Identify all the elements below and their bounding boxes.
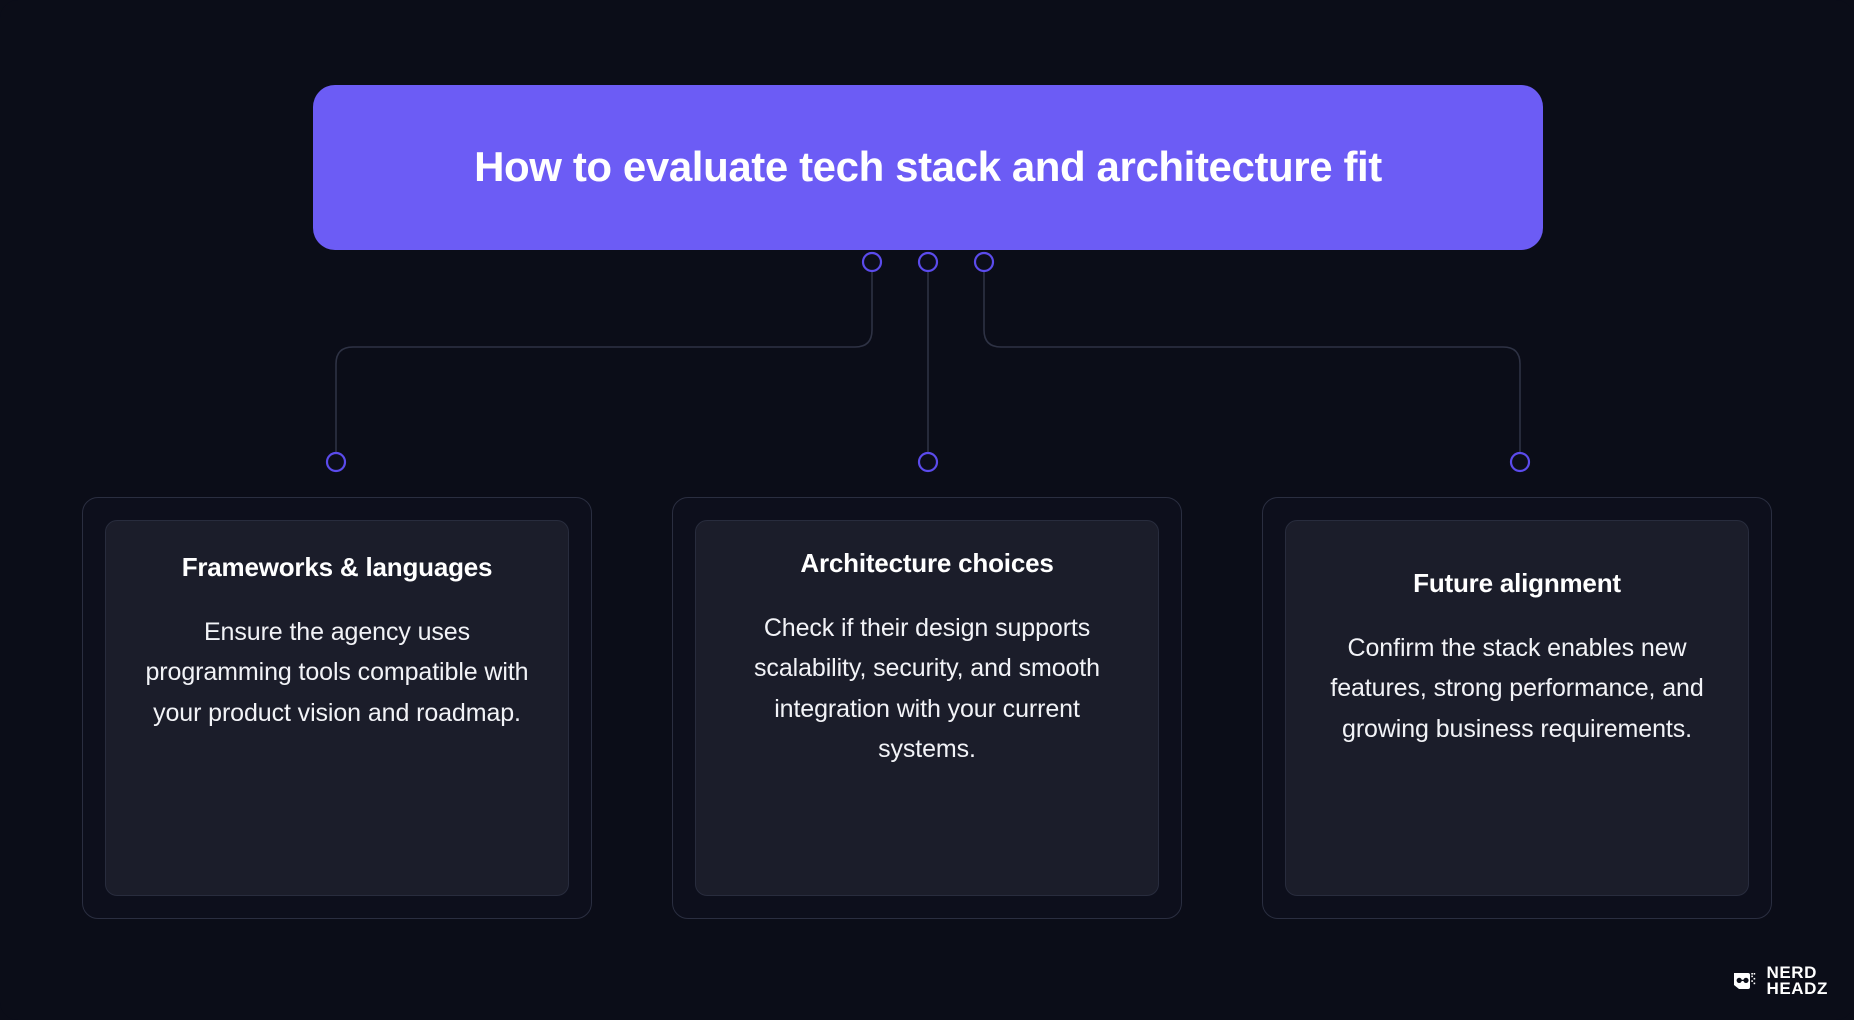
- top-node-3: [973, 251, 995, 273]
- card-body: Confirm the stack enables new features, …: [1330, 633, 1704, 743]
- card-future-alignment[interactable]: Future alignment Confirm the stack enabl…: [1262, 497, 1772, 919]
- card-title: Future alignment: [1413, 568, 1621, 598]
- header-banner: How to evaluate tech stack and architect…: [313, 85, 1543, 250]
- brand-line-1: NERD: [1766, 962, 1818, 982]
- connector-path-left: [335, 262, 873, 462]
- cards-row: Frameworks & languages Ensure the agency…: [82, 497, 1772, 919]
- card-architecture-choices[interactable]: Architecture choices Check if their desi…: [672, 497, 1182, 919]
- brand-logo: NERD HEADZ: [1731, 962, 1828, 999]
- branch-node-right: [1509, 451, 1531, 473]
- card-body: Check if their design supports scalabili…: [754, 613, 1100, 764]
- branch-node-center: [917, 451, 939, 473]
- top-node-1: [861, 251, 883, 273]
- card-title: Architecture choices: [800, 548, 1054, 578]
- brand-wordmark: NERD HEADZ: [1766, 962, 1828, 999]
- nerd-head-icon: [1734, 973, 1756, 990]
- card-frameworks-languages[interactable]: Frameworks & languages Ensure the agency…: [82, 497, 592, 919]
- card-inner-architecture-choices: Architecture choices Check if their desi…: [695, 520, 1159, 896]
- connector-path-right: [983, 262, 1521, 462]
- card-inner-frameworks-languages: Frameworks & languages Ensure the agency…: [105, 520, 569, 896]
- brand-line-2: HEADZ: [1766, 979, 1828, 999]
- top-node-2: [917, 251, 939, 273]
- card-body: Ensure the agency uses programming tools…: [145, 617, 529, 727]
- page-title: How to evaluate tech stack and architect…: [474, 143, 1382, 191]
- card-title: Frameworks & languages: [181, 552, 493, 582]
- card-inner-future-alignment: Future alignment Confirm the stack enabl…: [1285, 520, 1749, 896]
- branch-node-left: [325, 451, 347, 473]
